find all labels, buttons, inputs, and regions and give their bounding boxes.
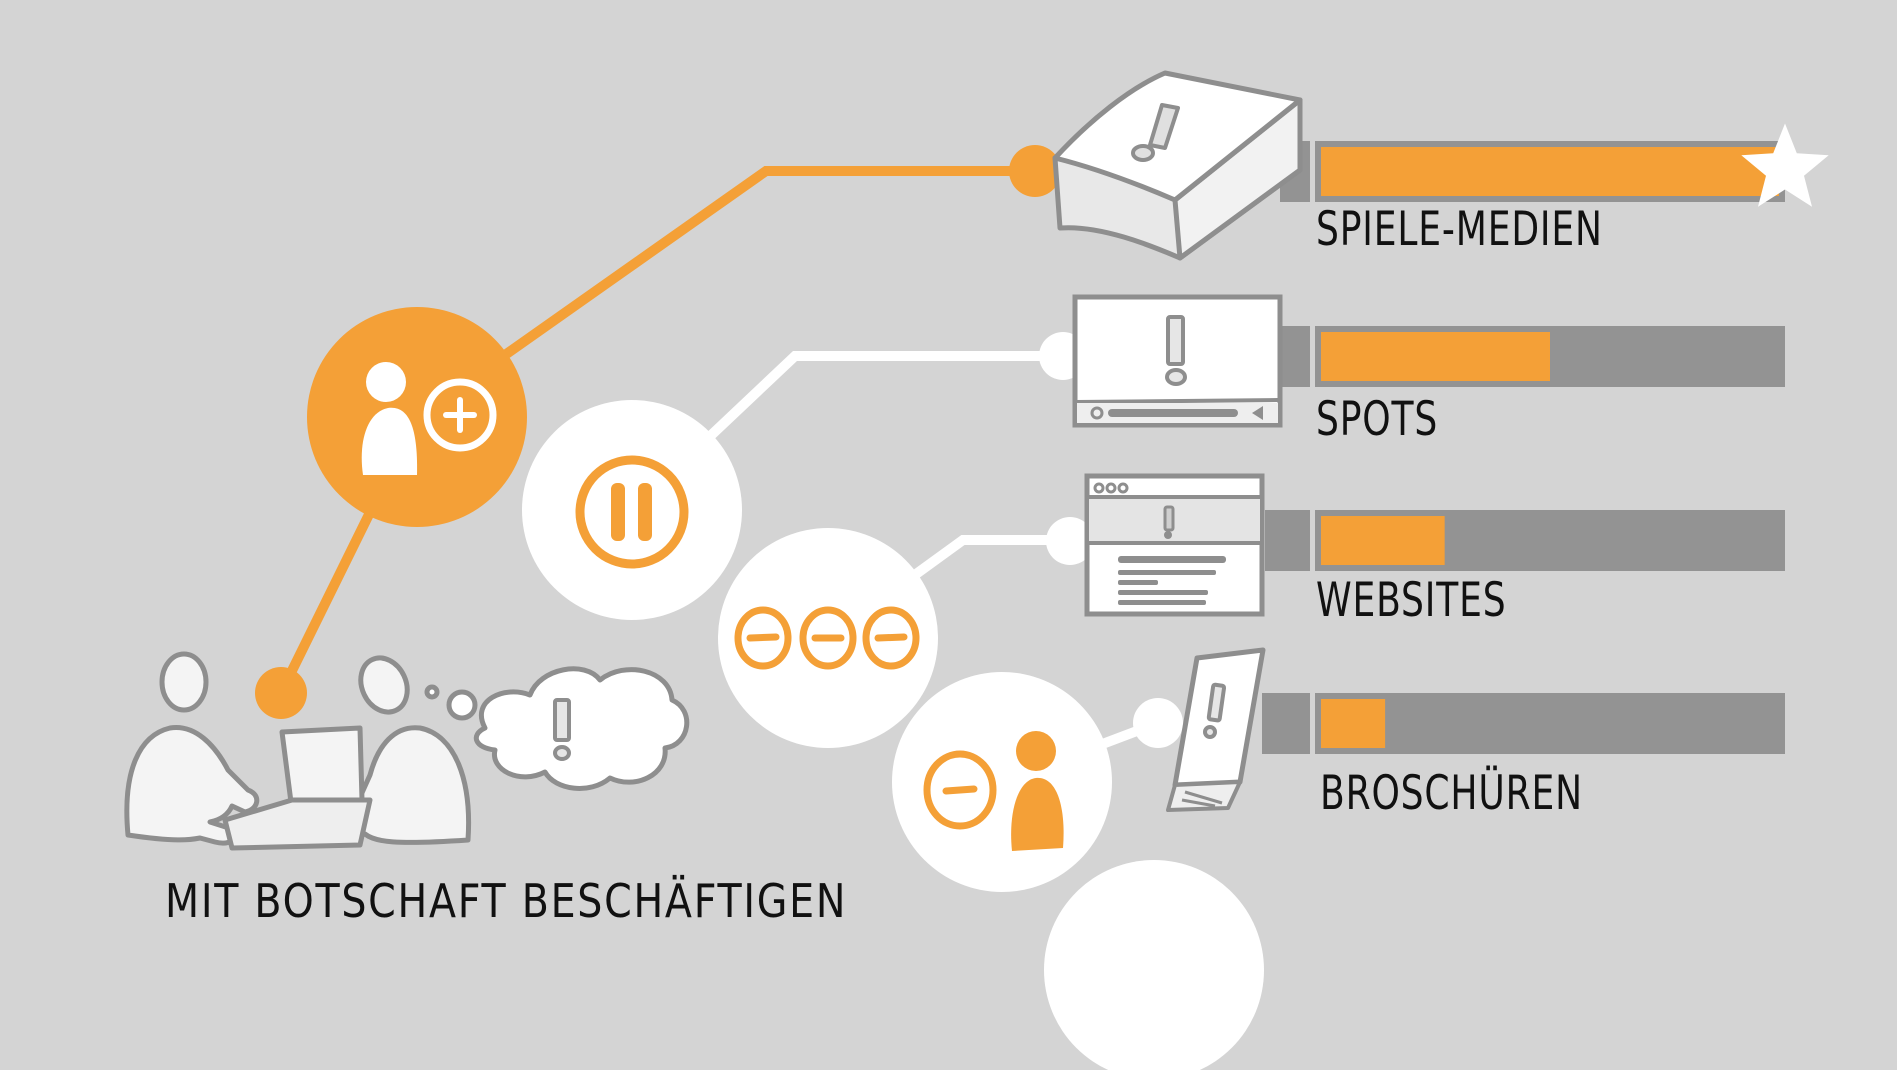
bar-connector-brosch-ren (1262, 693, 1310, 754)
thought-dot-medium (446, 689, 478, 721)
endpoint-dot-websites (1046, 517, 1094, 565)
bar-label-broschueren: BROSCHÜREN (1320, 765, 1583, 821)
thought-dot-small (424, 684, 440, 700)
right-person-head (358, 655, 410, 715)
person-add-icon (361, 362, 497, 475)
connector-line-accent (276, 166, 1035, 696)
start-dot (255, 667, 307, 719)
bar-connector-spots (1282, 326, 1310, 387)
bar-label-websites: WEBSITES (1316, 572, 1507, 628)
pause-node[interactable] (522, 400, 742, 620)
cloud-exclamation-dot (553, 745, 571, 761)
bar-connector-websites (1265, 510, 1310, 571)
bar-chart (1262, 141, 1785, 754)
left-person-head (159, 651, 209, 713)
cloud-exclamation-bar (553, 698, 571, 742)
pause-icon (575, 455, 689, 569)
caption-text: MIT BOTSCHAFT BESCHÄFTIGEN (165, 874, 848, 928)
endpoint-dot-brochures (1133, 698, 1183, 748)
bar-fill-spots (1321, 332, 1550, 381)
bar-fill-spiele-medien (1321, 147, 1779, 196)
bar-fill-websites (1321, 516, 1445, 565)
engagement-node[interactable] (307, 307, 527, 527)
endpoint-dot-games (1009, 145, 1061, 197)
bar-label-spiele-medien: SPIELE-MEDIEN (1316, 201, 1603, 257)
minus-person-node[interactable] (892, 672, 1112, 892)
game-box-icon (1052, 70, 1303, 261)
browser-window-icon (1084, 473, 1265, 617)
video-player-icon (1072, 294, 1283, 428)
engagement-node-circle (307, 307, 527, 527)
three-minus-icon (734, 606, 920, 670)
empty-node[interactable] (1044, 860, 1264, 1070)
minus-person-icon (923, 731, 1064, 851)
brochure-icon (1166, 647, 1266, 812)
star-icon (1741, 123, 1829, 207)
people-with-box-illustration (124, 651, 690, 851)
bar-fill-brosch-ren (1321, 699, 1386, 748)
three-minus-node[interactable] (718, 528, 938, 748)
bar-label-spots: SPOTS (1316, 391, 1439, 447)
bar-track-brosch-ren (1315, 693, 1785, 754)
thought-cloud (473, 666, 690, 791)
